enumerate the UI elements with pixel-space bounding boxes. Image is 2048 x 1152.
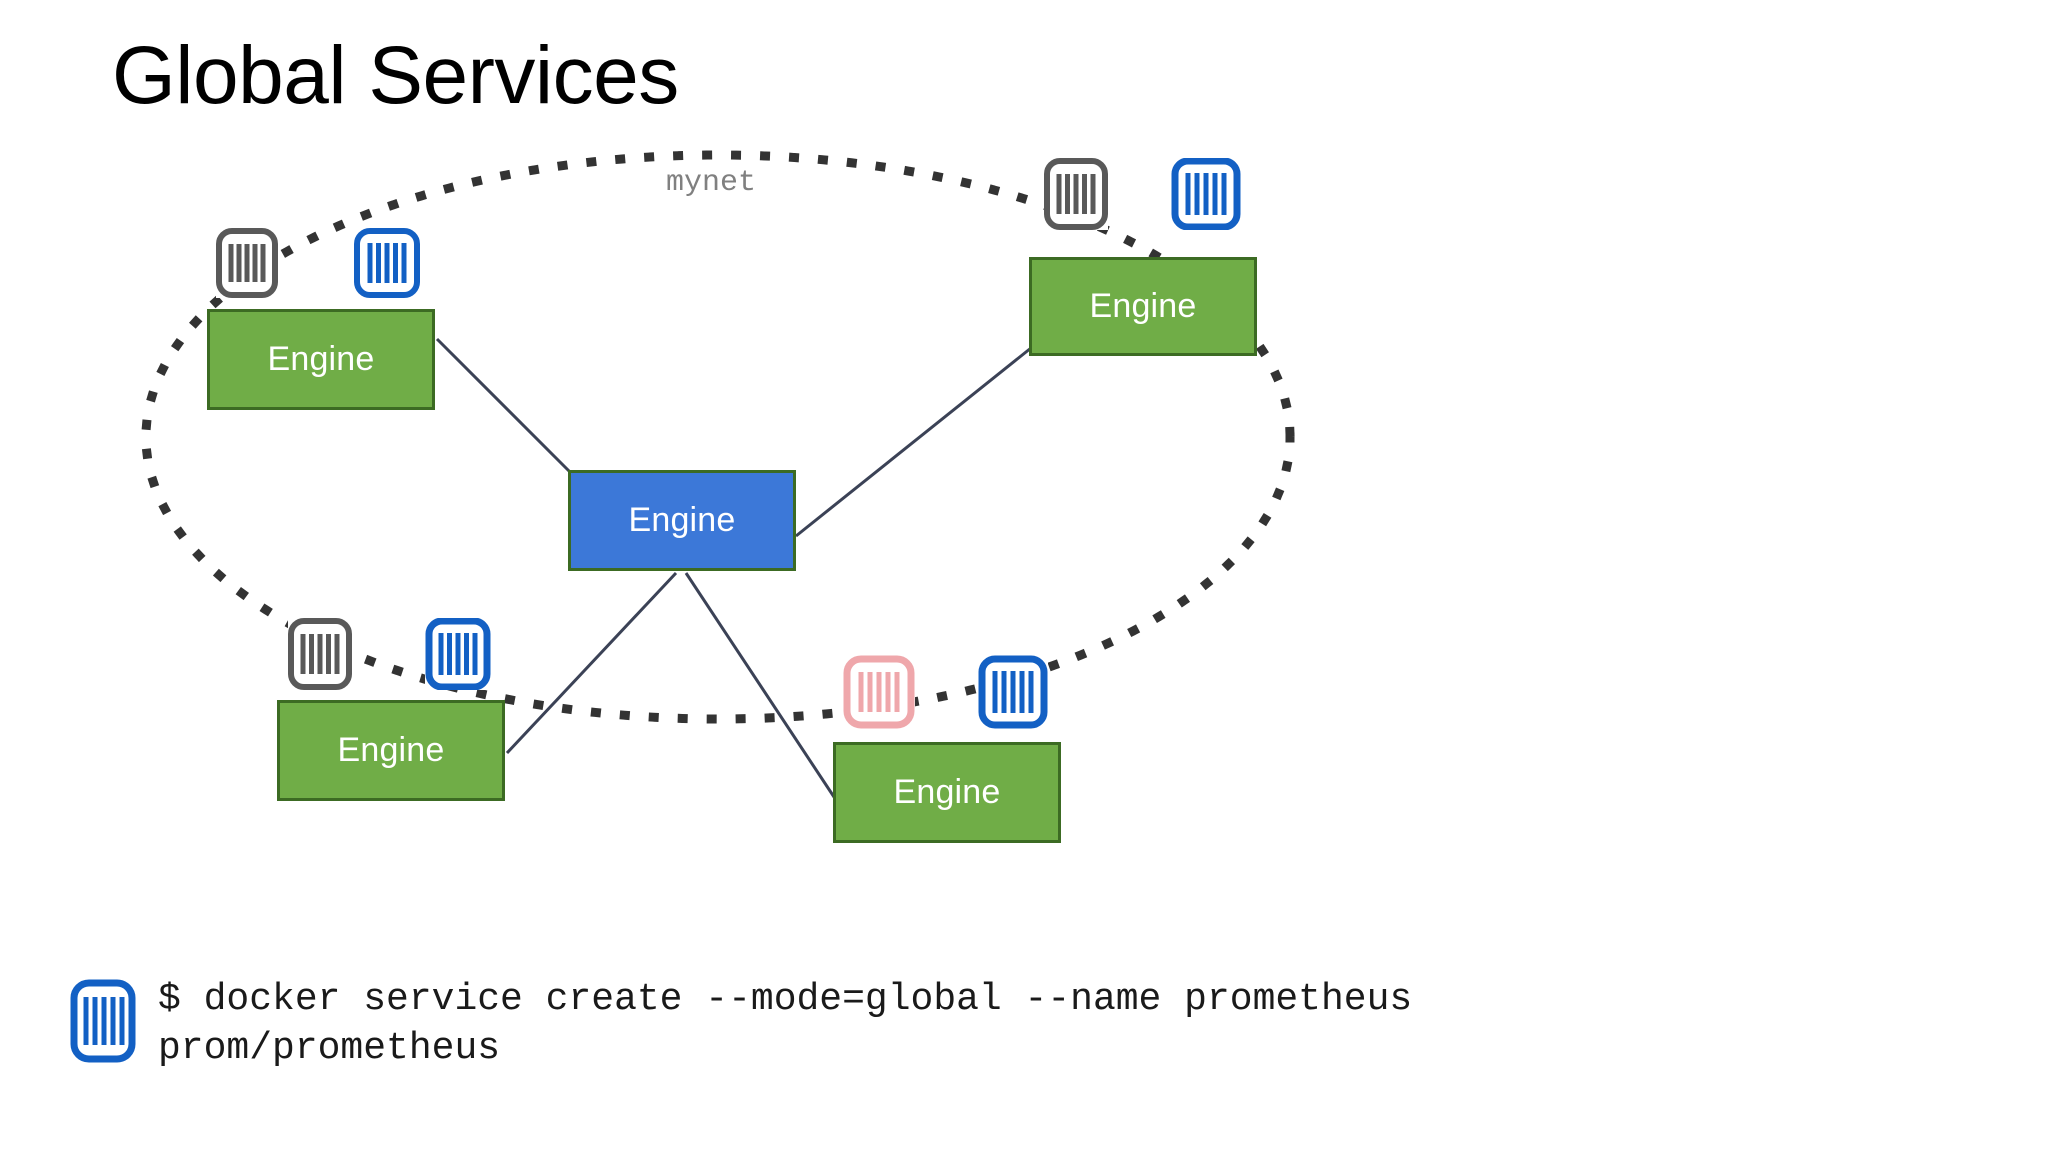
network-label-mynet: mynet (666, 166, 757, 200)
command-legend: $ docker service create --mode=global --… (70, 975, 1570, 1073)
engine-node-label: Engine (337, 731, 445, 769)
connector-topleft-center (435, 337, 572, 474)
engine-node-label: Engine (267, 340, 375, 378)
container-icon-bottom-left-blue[interactable] (425, 618, 491, 690)
engine-node-bottom-right[interactable]: Engine (833, 742, 1061, 843)
container-icon-top-left-grey[interactable] (216, 228, 278, 298)
connector-topright-center (795, 346, 1032, 538)
container-icon-bottom-left-grey[interactable] (288, 618, 352, 690)
container-icon-top-right-blue[interactable] (1171, 158, 1241, 230)
connector-center-bottomright (684, 572, 838, 801)
container-icon-bottom-right-blue[interactable] (978, 655, 1048, 729)
engine-connectors (435, 337, 1032, 801)
page-title: Global Services (112, 30, 679, 121)
engine-node-center[interactable]: Engine (568, 470, 796, 571)
diagram-canvas (141, 150, 1295, 801)
container-icon-top-right-grey[interactable] (1044, 158, 1108, 230)
docker-command-text: $ docker service create --mode=global --… (158, 978, 1436, 1070)
container-icon-legend-blue (70, 979, 136, 1063)
engine-node-label: Engine (1089, 287, 1197, 325)
engine-node-bottom-left[interactable]: Engine (277, 700, 505, 801)
container-icon-bottom-right-pink[interactable] (843, 655, 915, 729)
connector-center-bottomleft (505, 571, 678, 755)
engine-node-top-left[interactable]: Engine (207, 309, 435, 410)
mynet-boundary-ellipse (141, 150, 1295, 724)
engine-node-label: Engine (893, 773, 1001, 811)
engine-node-label: Engine (628, 501, 736, 539)
swarm-diagram: mynet (141, 150, 1295, 843)
engine-node-top-right[interactable]: Engine (1029, 257, 1257, 356)
container-icon-top-left-blue[interactable] (354, 228, 420, 298)
